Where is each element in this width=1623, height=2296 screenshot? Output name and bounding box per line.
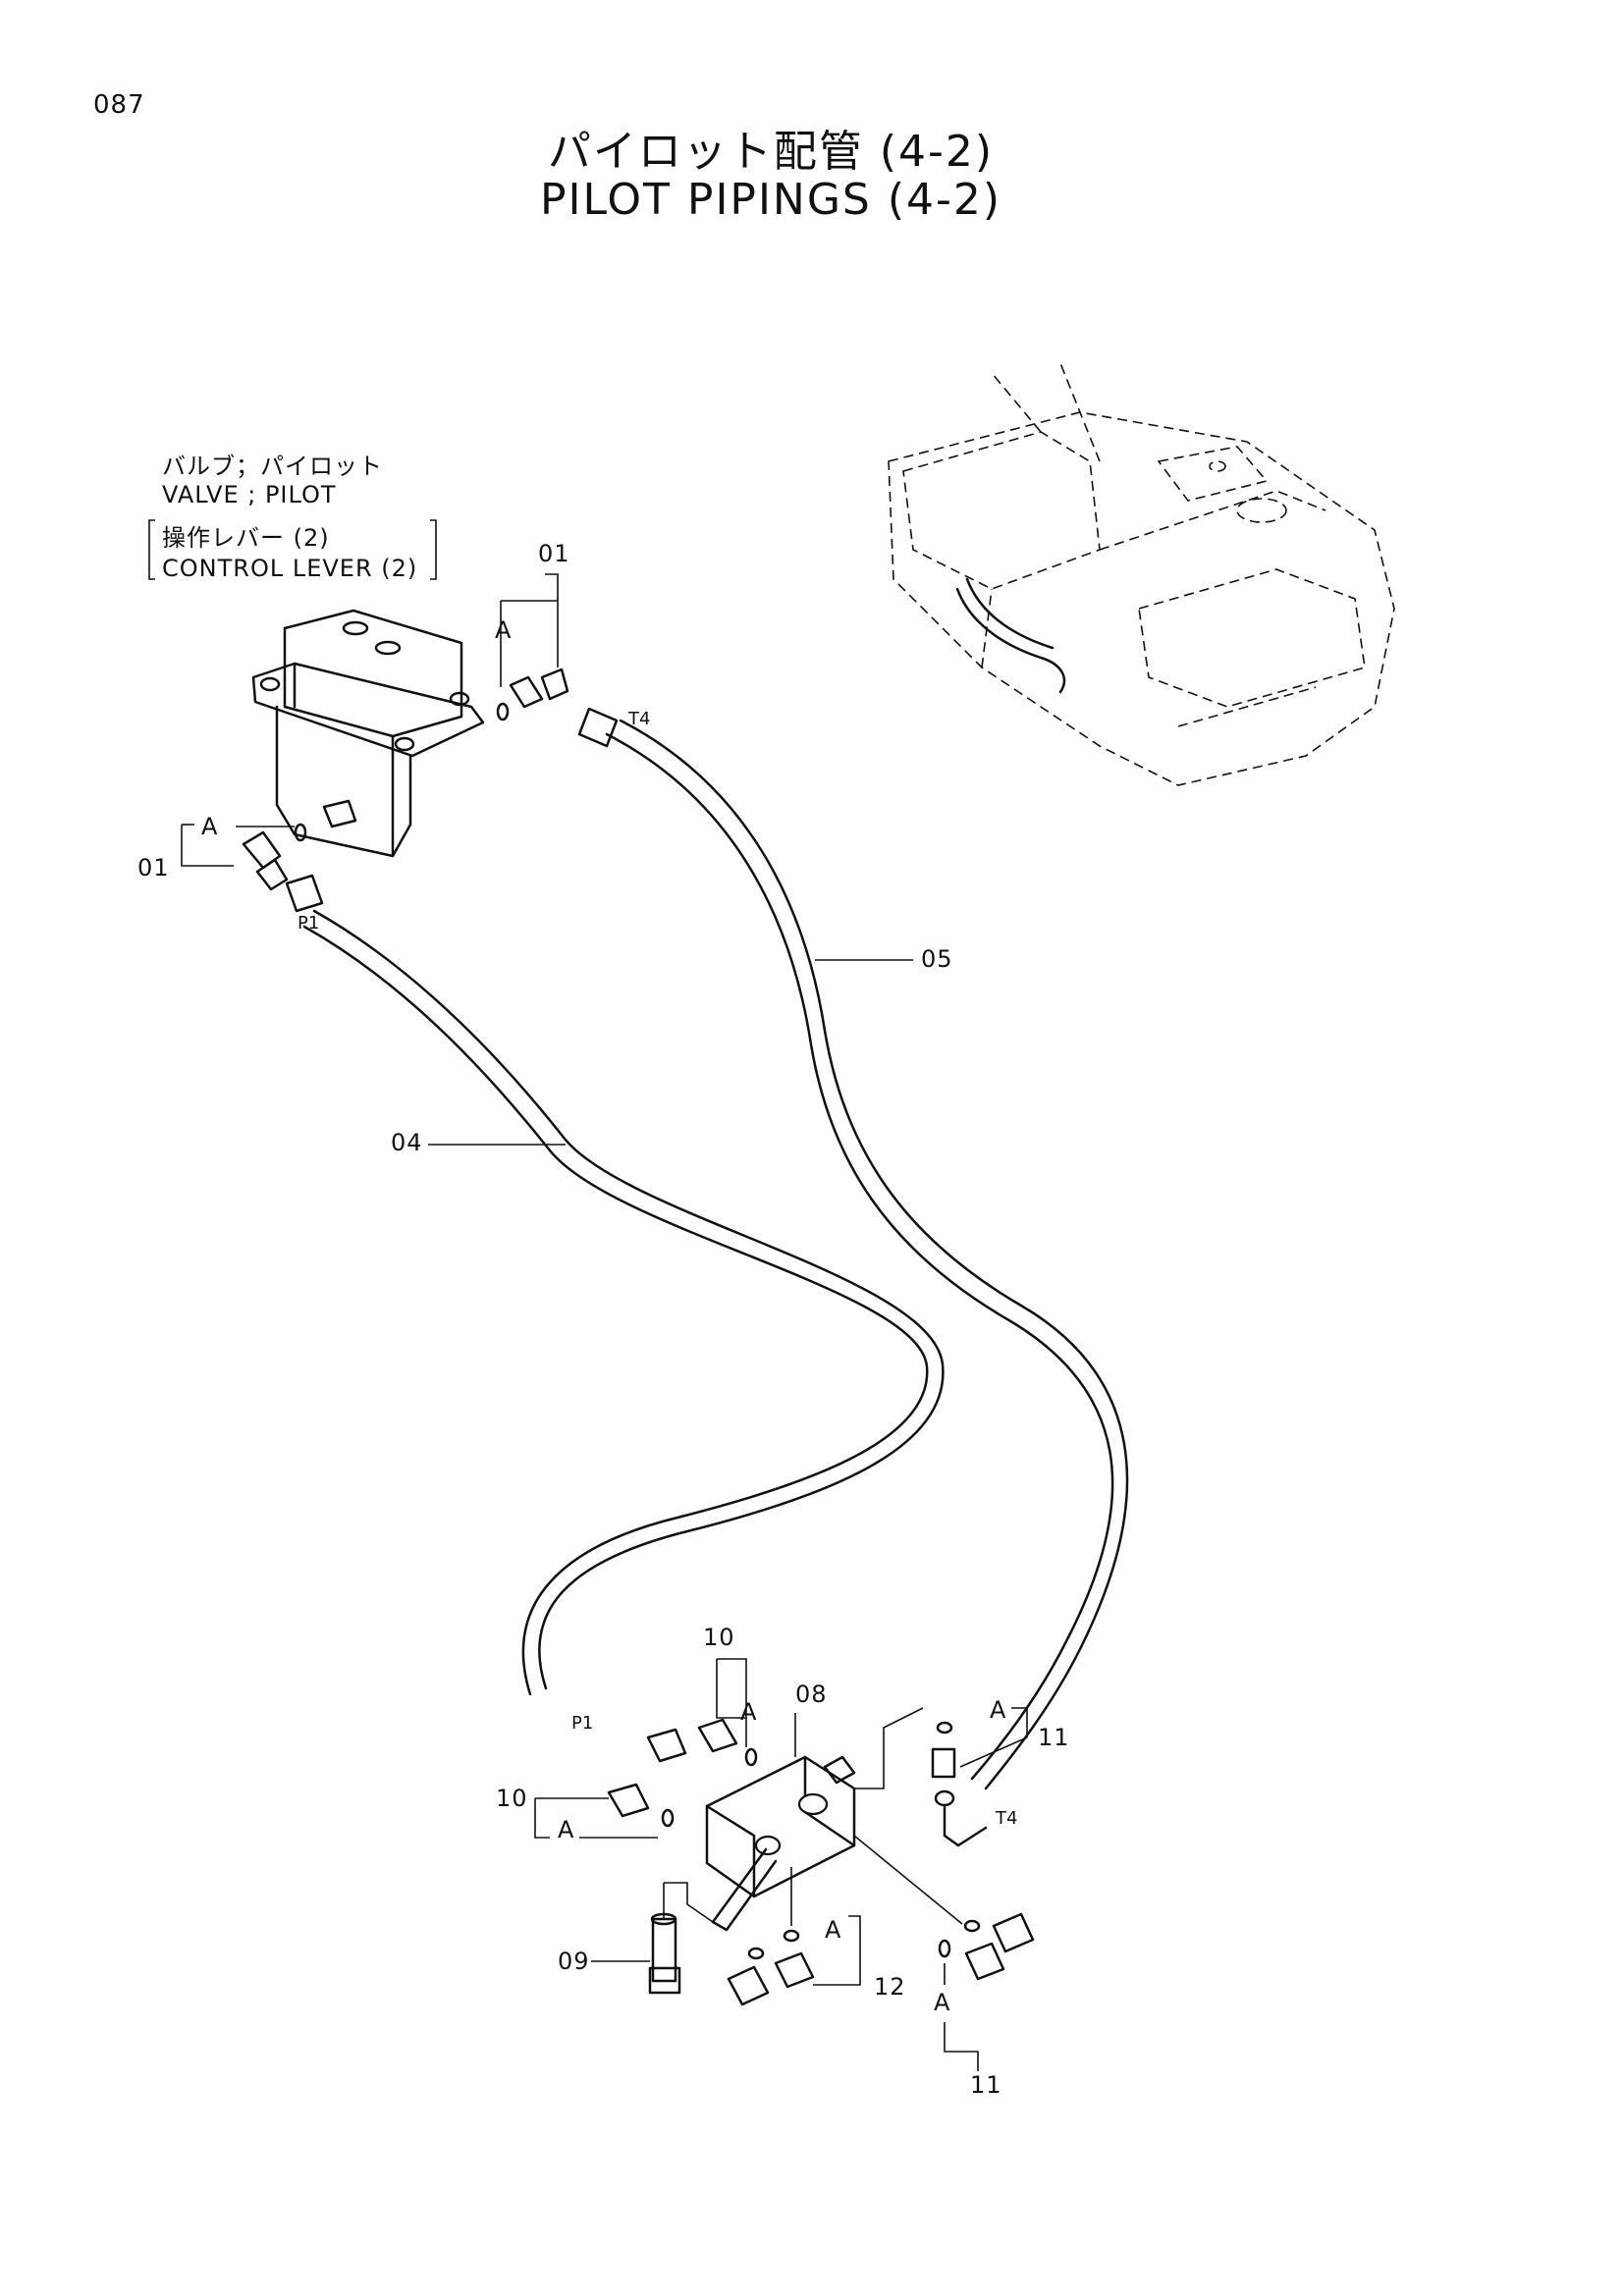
callout-11-bottom: 11 (970, 2071, 1002, 2099)
callout-09: 09 (558, 1948, 590, 1975)
page-title-english: PILOT PIPINGS (4-2) (539, 175, 1002, 225)
elbow-fitting-01-top (496, 573, 569, 721)
callout-01-left: 01 (137, 854, 170, 881)
fittings-11-bottom (938, 1912, 1035, 2071)
callout-08: 08 (795, 1681, 828, 1708)
control-lever-bracket (148, 519, 437, 580)
control-lever-label-jp: 操作レバー (2) (162, 524, 330, 552)
port-label-p1-top: P1 (298, 913, 320, 934)
hose-04 (285, 874, 945, 1696)
excavator-overview (888, 362, 1395, 786)
detail-mark-a-bottom: A (825, 1916, 842, 1944)
detail-mark-a-mid: A (740, 1698, 758, 1726)
page-number: 087 (93, 90, 145, 120)
callout-04: 04 (391, 1129, 423, 1156)
callout-01-top: 01 (538, 540, 570, 567)
valve-label-jp: バルブ；パイロット (162, 453, 383, 480)
elbow-fitting-01-left (181, 823, 307, 891)
bolt-09 (591, 1882, 714, 1995)
detail-mark-a-left-bottom: A (558, 1816, 575, 1843)
callout-10-left: 10 (496, 1785, 528, 1812)
hose-05 (577, 707, 1129, 1790)
fittings-10 (534, 1658, 758, 1839)
port-label-t4-bottom: T4 (996, 1808, 1018, 1829)
valve-label-en: VALVE ; PILOT (162, 481, 337, 508)
port-label-t4-top: T4 (628, 709, 651, 729)
control-lever-label-en: CONTROL LEVER (2) (162, 555, 418, 582)
detail-mark-a-bottom-right: A (934, 1989, 951, 2016)
pilot-valve-body (251, 609, 485, 858)
page-title-japanese: パイロット配管 (4-2) (547, 127, 995, 177)
callout-11-right: 11 (1038, 1724, 1070, 1751)
fittings-11-right (931, 1707, 1028, 1847)
port-label-p1-bottom: P1 (571, 1713, 594, 1734)
fittings-12 (727, 1867, 861, 2006)
detail-mark-a-left: A (201, 813, 219, 840)
callout-12: 12 (874, 1973, 906, 2001)
callout-05: 05 (921, 945, 953, 973)
detail-mark-a-right: A (990, 1696, 1007, 1724)
detail-mark-a-top: A (495, 616, 513, 644)
callout-10-top: 10 (703, 1624, 735, 1651)
selector-valve-08 (705, 1707, 963, 1932)
